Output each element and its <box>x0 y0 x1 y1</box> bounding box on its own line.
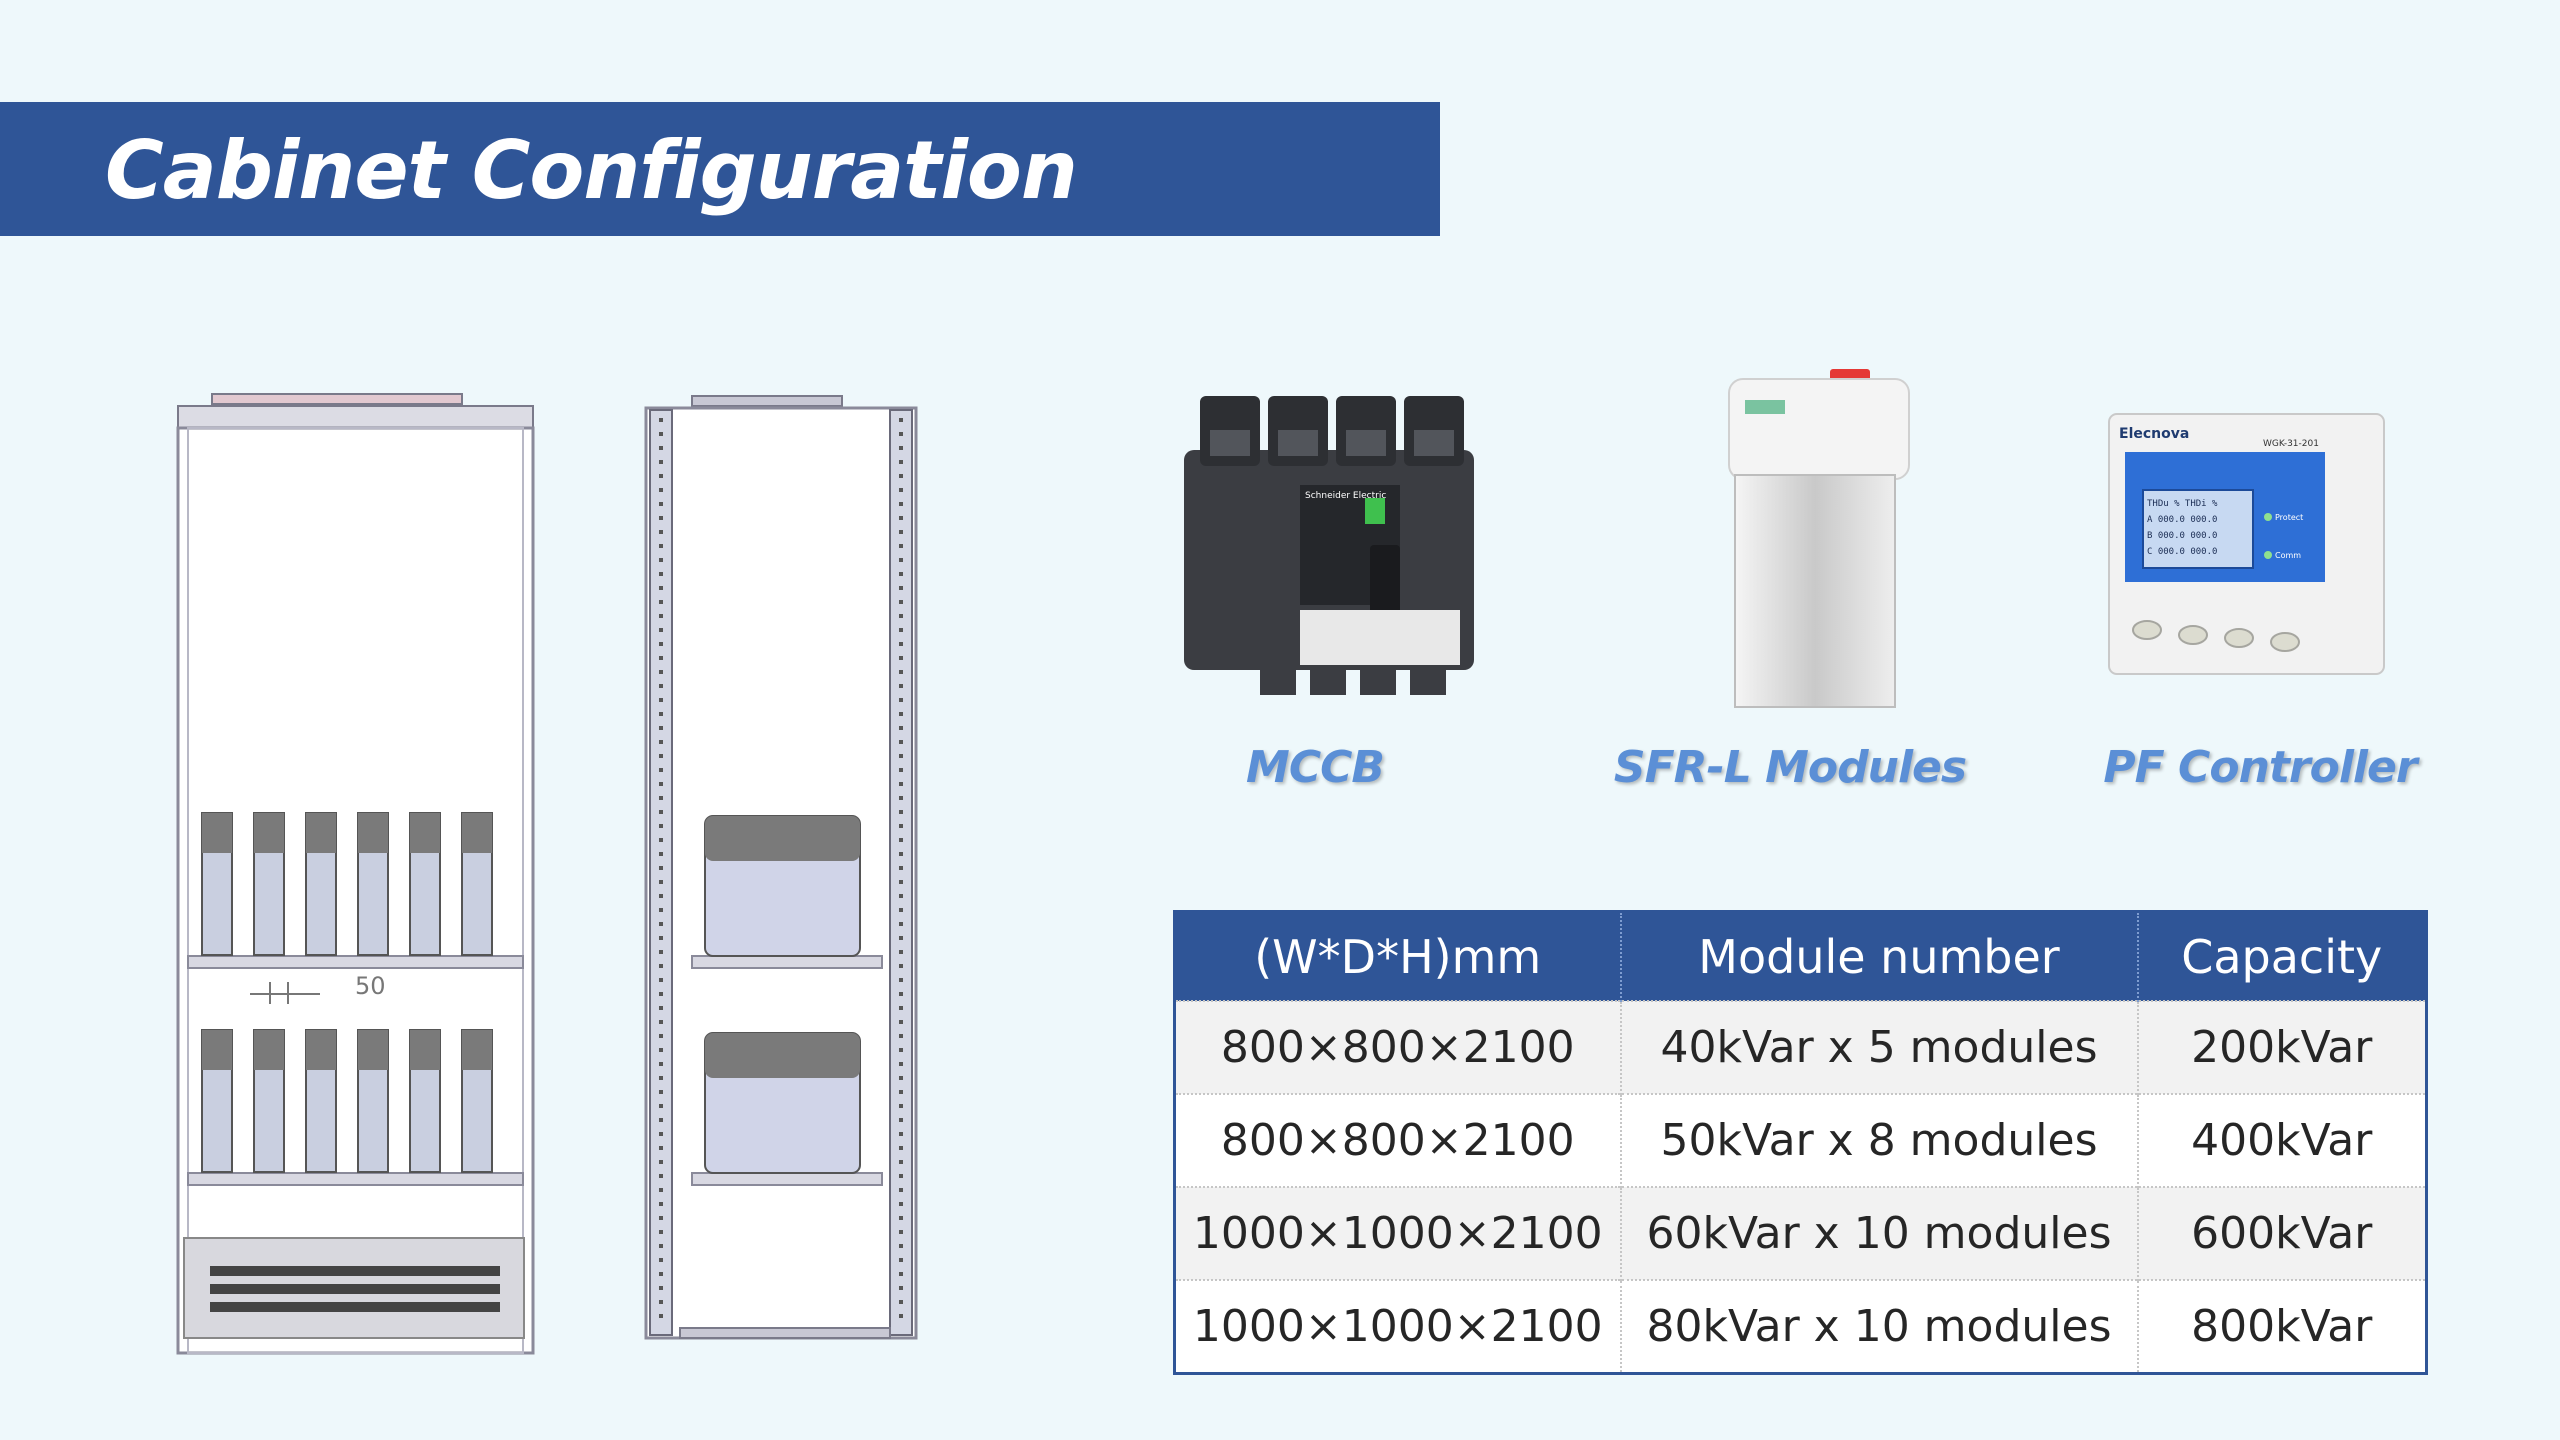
mccb-image: Schneider Electric <box>1184 396 1474 695</box>
slide-title: Cabinet Configuration <box>105 124 1078 217</box>
header-capacity: Capacity <box>2137 911 2427 1001</box>
cell-module-number: 80kVar x 10 modules <box>1620 1279 2139 1374</box>
cabinet-side-view-drawing <box>644 395 918 1340</box>
caption-sfr-l-modules: SFR-L Modules <box>1613 742 1967 793</box>
cell-capacity: 200kVar <box>2137 1000 2427 1094</box>
cell-dimensions: 800×800×2100 <box>1174 1093 1622 1187</box>
table-row: 1000×1000×2100 60kVar x 10 modules 600kV… <box>1174 1186 2427 1280</box>
cell-module-number: 40kVar x 5 modules <box>1620 1000 2139 1094</box>
cell-module-number: 50kVar x 8 modules <box>1620 1093 2139 1187</box>
table-row: 800×800×2100 40kVar x 5 modules 200kVar <box>1174 1000 2427 1094</box>
cell-dimensions: 1000×1000×2100 <box>1174 1186 1622 1280</box>
screen-row-1: THDu % THDi % <box>2147 499 2218 509</box>
mccb-brand-text: Schneider Electric <box>1305 491 1386 501</box>
protect-indicator-label: Protect <box>2275 513 2303 522</box>
screen-row-3: B 000.0 000.0 <box>2147 531 2217 541</box>
caption-mccb: MCCB <box>1246 742 1385 793</box>
cell-capacity: 800kVar <box>2137 1279 2427 1374</box>
table-header-row: (W*D*H)mm Module number Capacity <box>1174 911 2427 1001</box>
screen-row-4: C 000.0 000.0 <box>2147 547 2217 557</box>
cell-capacity: 600kVar <box>2137 1186 2427 1280</box>
title-bar: Cabinet Configuration <box>0 102 1440 236</box>
cell-dimensions: 800×800×2100 <box>1174 1000 1622 1094</box>
header-dimensions: (W*D*H)mm <box>1174 911 1622 1001</box>
table-row: 800×800×2100 50kVar x 8 modules 400kVar <box>1174 1093 2427 1187</box>
caption-pf-controller: PF Controller <box>2103 742 2417 793</box>
header-module-number: Module number <box>1620 911 2139 1001</box>
comm-indicator-label: Comm <box>2275 551 2301 560</box>
pf-controller-image: Elecnova WGK-31-201 THDu % THDi % A 000.… <box>2108 413 2385 675</box>
table-row: 1000×1000×2100 80kVar x 10 modules 800kV… <box>1174 1279 2427 1374</box>
cell-capacity: 400kVar <box>2137 1093 2427 1187</box>
cell-dimensions: 1000×1000×2100 <box>1174 1279 1622 1374</box>
pf-brand-text: Elecnova <box>2119 426 2189 442</box>
cabinet-front-view-drawing: 50 <box>176 393 535 1355</box>
dimension-label: 50 <box>355 972 386 1000</box>
spec-table: (W*D*H)mm Module number Capacity 800×800… <box>1173 910 2428 1375</box>
screen-row-2: A 000.0 000.0 <box>2147 515 2217 525</box>
pf-model-text: WGK-31-201 <box>2263 439 2319 449</box>
cell-module-number: 60kVar x 10 modules <box>1620 1186 2139 1280</box>
sfr-l-module-image <box>1728 369 1910 708</box>
